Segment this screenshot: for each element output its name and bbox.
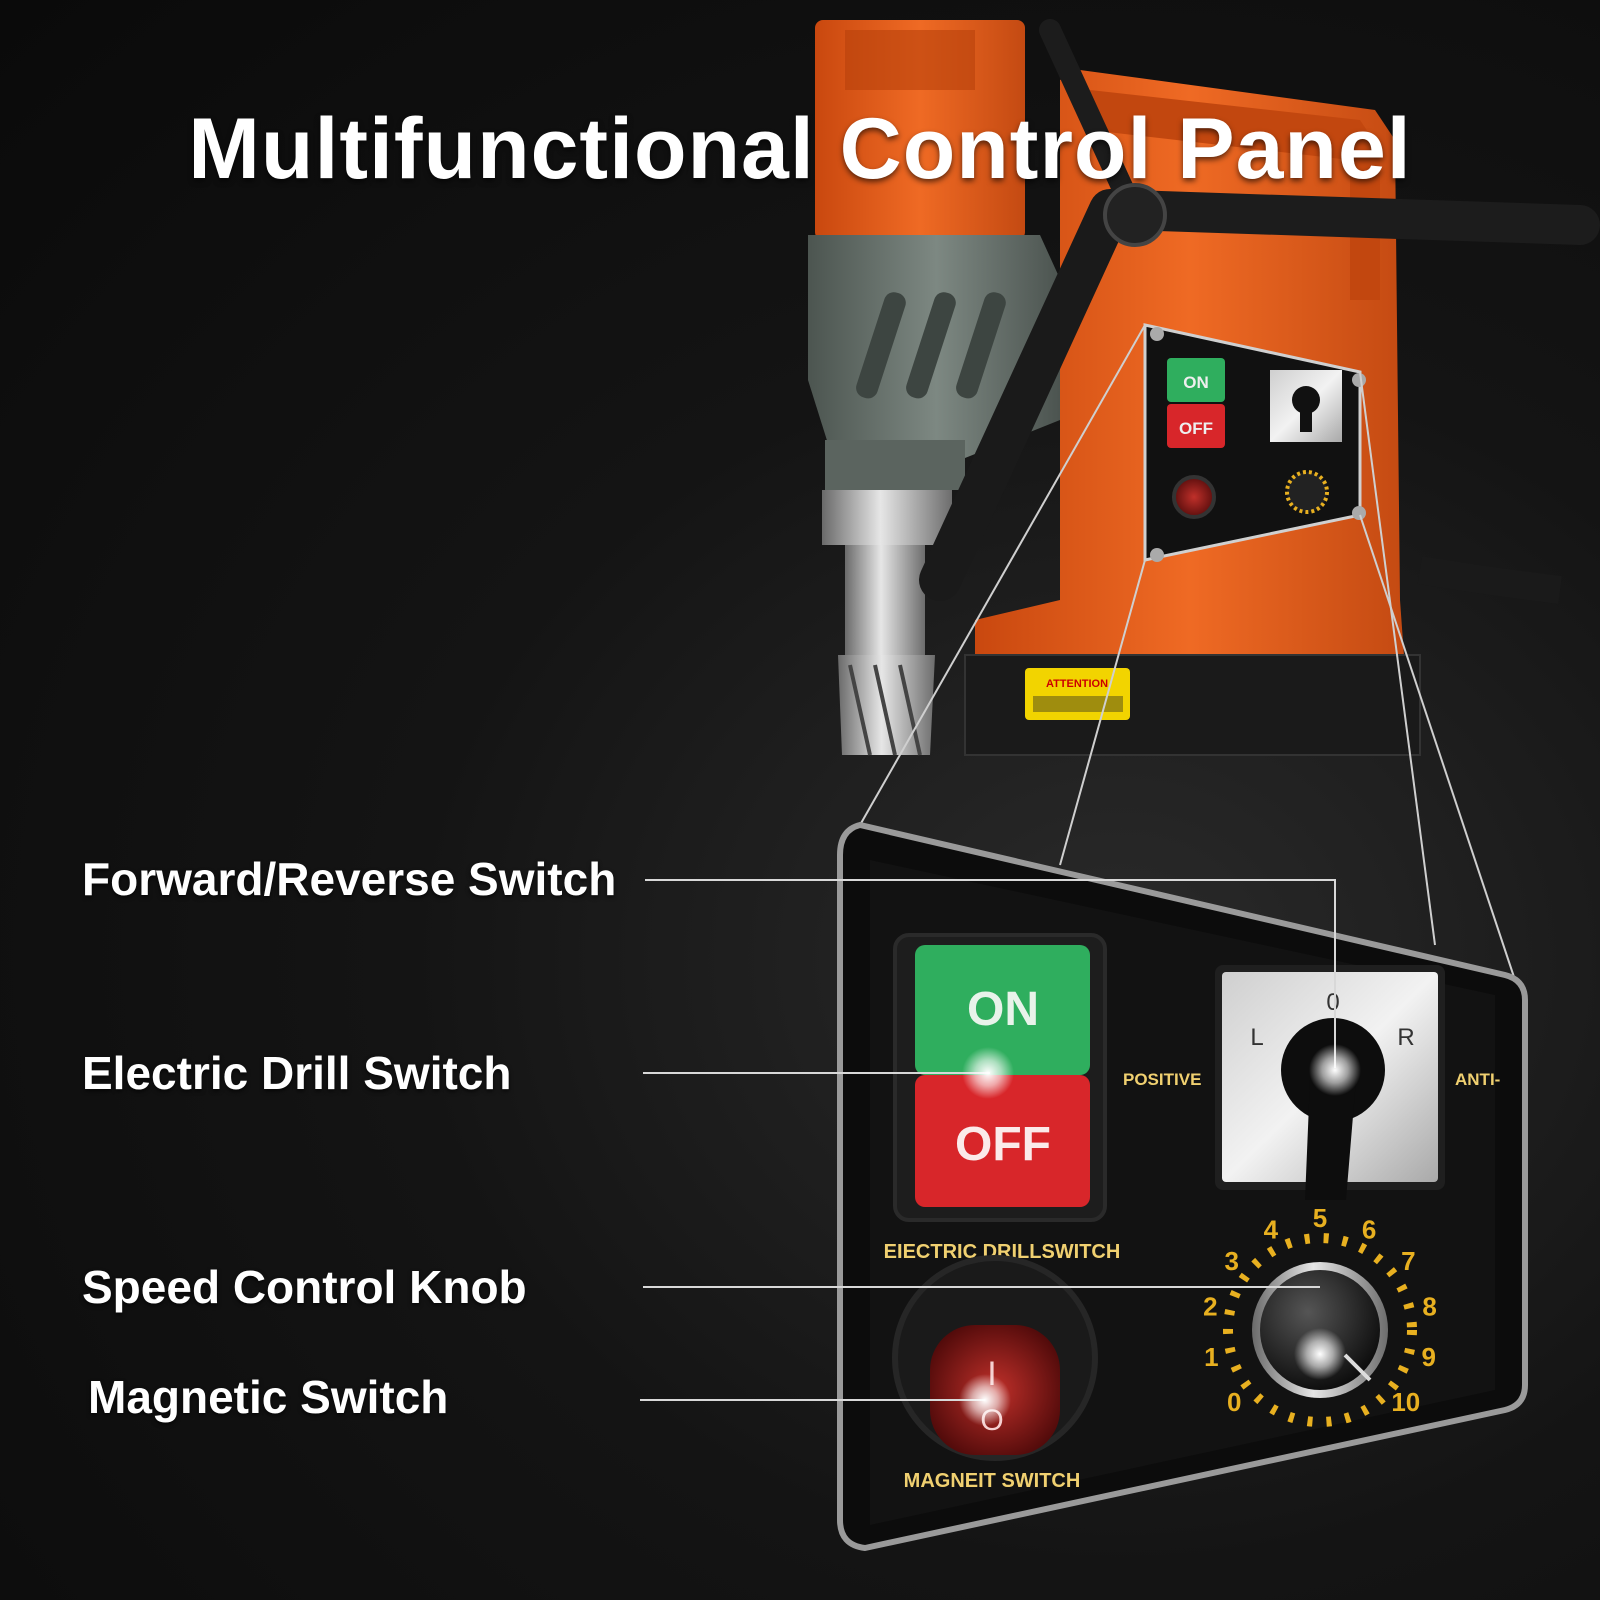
magnet-switch-caption: MAGNEIT SWITCH [904,1470,1081,1492]
warning-label: ATTENTION [1046,678,1108,690]
off-label: OFF [955,1118,1051,1171]
speed-scale-mark: 4 [1264,1214,1279,1244]
page-title: Multifunctional Control Panel [188,101,1412,197]
highlight-dot-forward-reverse [1309,1044,1361,1096]
speed-scale-mark: 1 [1204,1342,1218,1372]
callout-magnetic-switch: Magnetic Switch [88,1371,449,1423]
speed-scale-mark: 10 [1391,1387,1420,1417]
speed-scale-mark: 6 [1362,1214,1376,1244]
speed-scale-mark: 9 [1421,1342,1435,1372]
selector-left-label: L [1250,1024,1263,1051]
callout-line-forward-reverse [645,879,1336,1068]
anti-label: ANTI- [1455,1070,1500,1089]
speed-scale-mark: 8 [1422,1292,1436,1322]
drill-switch-caption: EIECTRIC DRILLSWITCH [884,1241,1121,1263]
highlight-dot-drill-switch [962,1047,1014,1099]
speed-scale-mark: 5 [1313,1203,1327,1233]
callout-speed-control-knob: Speed Control Knob [82,1261,527,1313]
callout-forward-reverse-switch: Forward/Reverse Switch [82,853,617,905]
speed-scale-mark: 0 [1227,1387,1241,1417]
positive-label: POSITIVE [1123,1070,1201,1089]
on-button [915,945,1090,1075]
speed-scale-mark: 2 [1203,1292,1217,1322]
selector-right-label: R [1397,1024,1414,1051]
speed-scale: 01 234 5 678 910 [1203,1203,1437,1417]
off-button [915,1075,1090,1207]
highlight-dot-magnetic-switch [959,1374,1011,1426]
small-off-label: OFF [1179,419,1213,438]
small-on-label: ON [1183,373,1209,392]
speed-scale-mark: 7 [1401,1246,1415,1276]
speed-scale-mark: 3 [1224,1246,1238,1276]
callout-electric-drill-switch: Electric Drill Switch [82,1047,512,1099]
highlight-dot-speed-knob [1294,1328,1346,1380]
on-label: ON [967,983,1039,1036]
selector-center-label: 0 [1326,989,1339,1016]
rocker-on-mark: I [987,1355,996,1393]
